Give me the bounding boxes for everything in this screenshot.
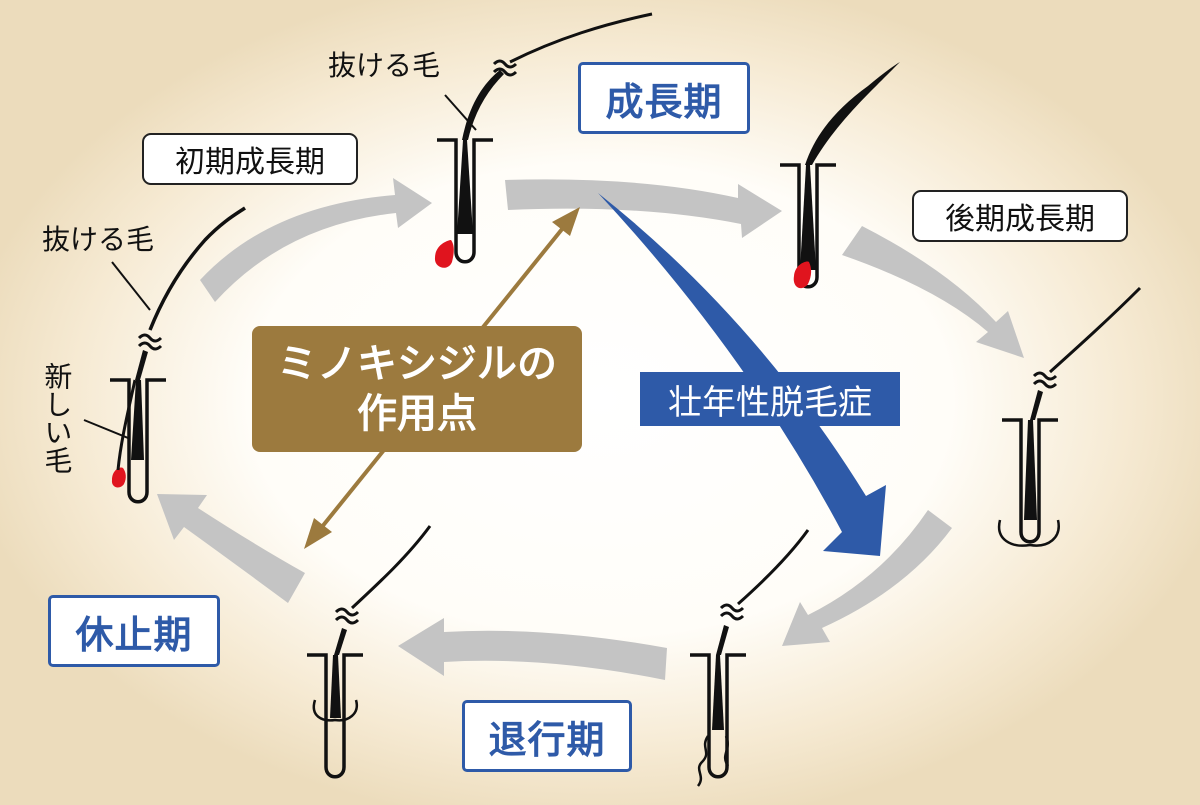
aga-label: 壮年性脱毛症 [640, 372, 900, 426]
hair-follicle-icon [83, 206, 246, 504]
stage-label-early-anagen: 初期成長期 [142, 133, 358, 185]
shedding-hair-label-left: 抜ける毛 [42, 223, 155, 256]
stage-label-anagen: 成長期 [578, 62, 750, 134]
hair-follicle-icon [434, 12, 653, 268]
new-hair-label: 新しい毛 [40, 362, 74, 474]
cycle-arrow-icon [398, 618, 667, 680]
shedding-hair-label-top: 抜ける毛 [328, 49, 441, 82]
stage-label-telogen: 休止期 [48, 595, 220, 667]
hair-follicle-icon [305, 525, 432, 779]
cycle-arrow-icon [842, 226, 1024, 358]
hair-follicle-icon [688, 529, 810, 787]
minoxidil-line2: 作用点 [357, 391, 477, 437]
stage-label-catagen: 退行期 [462, 700, 632, 772]
hair-follicle-icon [778, 62, 900, 289]
aga-arrow-icon [598, 193, 886, 556]
minoxidil-action-box: ミノキシジルの 作用点 [252, 326, 582, 452]
minoxidil-line1: ミノキシジルの [277, 341, 557, 387]
cycle-arrow-icon [782, 510, 952, 646]
hair-follicle-icon [997, 286, 1142, 547]
cycle-arrow-icon [505, 179, 782, 238]
stage-label-late-anagen: 後期成長期 [912, 190, 1128, 242]
cycle-arrow-icon [157, 494, 305, 603]
cycle-arrow-icon [200, 178, 432, 302]
